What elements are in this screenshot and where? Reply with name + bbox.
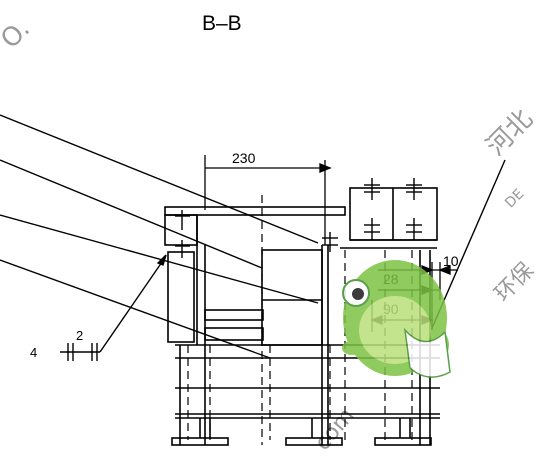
dimension-10-label: 10: [443, 253, 459, 269]
bolt-marks: [175, 178, 422, 258]
watermark-right-cn: 河北: [481, 104, 539, 162]
mascot-watermark: [342, 260, 451, 378]
dimension-230-label: 230: [232, 150, 256, 166]
weld-size-label: 2: [76, 328, 83, 343]
leader-lines: [0, 114, 506, 359]
weld-count-label: 4: [30, 345, 37, 360]
section-title: B–B: [202, 12, 242, 35]
dimension-230: [204, 155, 332, 245]
watermark-left-text: O.: [0, 14, 36, 55]
weld-symbol: [60, 254, 167, 361]
watermark-right-en: DE: [502, 186, 527, 211]
watermark-bottom: com: [310, 404, 359, 456]
watermark-right-cn2: 环保: [490, 258, 539, 307]
